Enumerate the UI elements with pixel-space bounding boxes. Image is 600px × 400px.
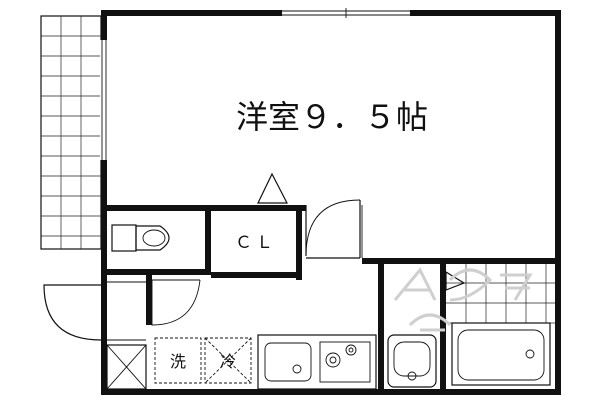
storage-box — [106, 344, 147, 390]
entrance-arrow-icon — [257, 172, 288, 204]
bathroom — [445, 264, 555, 386]
main-room-walls — [101, 205, 561, 264]
outer-walls — [101, 10, 561, 395]
bath-partitions — [378, 264, 446, 389]
washer: 洗 — [154, 337, 202, 384]
toilet-room — [101, 205, 211, 275]
watermark-logo — [393, 267, 533, 332]
washer-label: 洗 — [170, 352, 186, 371]
fridge-label: 冷 — [220, 352, 236, 371]
balcony-window — [100, 40, 108, 160]
top-window — [282, 8, 410, 18]
main-room-door — [305, 199, 361, 259]
entrance-door — [43, 284, 102, 341]
corridor-walls — [107, 275, 152, 341]
wash-basin — [387, 334, 437, 388]
fridge: 冷 — [204, 337, 252, 384]
closet-label: ＣＬ — [235, 233, 277, 253]
kitchen-counter — [257, 334, 377, 390]
toilet-door — [151, 279, 201, 326]
main-room-label: 洋室９．５帖 — [236, 98, 428, 136]
balcony — [40, 15, 102, 250]
closet: ＣＬ — [211, 205, 306, 280]
